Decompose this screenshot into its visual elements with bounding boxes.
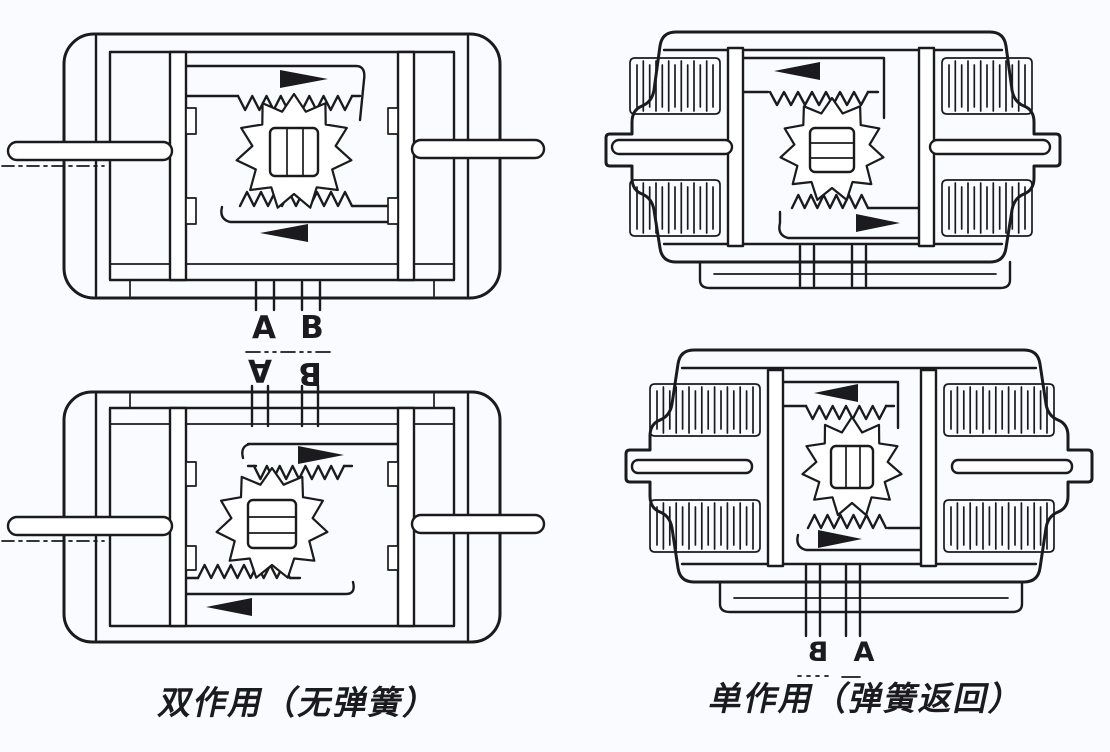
flow-arrow-left-icon: [260, 224, 308, 242]
piston-right: [387, 50, 416, 282]
diagram-double-acting-top: [1, 32, 546, 312]
drive-rod-left: [1, 515, 174, 542]
flow-arrow-left-icon: [814, 384, 858, 402]
drive-rod-right: [410, 513, 546, 535]
spring-top-right: [943, 383, 1055, 437]
rack-upper: [741, 56, 886, 120]
port-label-a-flipped: A: [248, 352, 272, 388]
caption-single-acting: 单作用（弹簧返回）: [705, 679, 1030, 718]
pinion-gear: [235, 92, 353, 209]
diagram-single-acting-bottom: [624, 348, 1094, 638]
piston-right: [387, 406, 416, 628]
pinion-gear: [779, 96, 885, 201]
rack-lower: [184, 563, 355, 596]
drive-rod-right: [410, 138, 546, 160]
port-label-b: B: [300, 310, 324, 346]
actuator-body: [62, 32, 502, 300]
spring-top-left: [629, 57, 721, 115]
port-tubes: [798, 244, 868, 288]
drive-rod-left: [630, 458, 754, 475]
flow-arrow-right-icon: [298, 446, 344, 464]
piston-right: [919, 368, 938, 568]
pinion-gear: [215, 466, 329, 579]
caption-double-acting: 双作用（无弹簧）: [155, 683, 444, 722]
spring-bottom-left: [629, 179, 721, 237]
spring-top-right: [941, 57, 1033, 115]
piston-left: [168, 406, 197, 628]
spring-top-left: [649, 383, 761, 437]
drive-rod-right: [928, 138, 1052, 156]
flow-arrow-right-icon: [818, 530, 862, 548]
diagram-single-acting-top: [604, 30, 1062, 290]
flow-arrow-right-icon: [280, 70, 328, 88]
port-tubes: [250, 384, 320, 428]
spring-bottom-right: [943, 499, 1055, 553]
drive-rod-left: [610, 138, 734, 156]
port-label-a-2: A: [854, 637, 875, 668]
rack-lower: [778, 193, 921, 240]
pinion-gear: [801, 415, 903, 517]
flow-arrow-left-icon: [206, 598, 252, 616]
flow-arrow-left-icon: [774, 62, 820, 80]
actuator-body: [604, 30, 1062, 290]
rack-lower: [796, 513, 923, 552]
flow-arrow-right-icon: [856, 214, 900, 232]
actuator-body: [624, 348, 1094, 614]
drive-rod-left: [1, 140, 174, 167]
rack-lower: [220, 190, 414, 224]
port-label-b-flipped: B: [298, 355, 322, 391]
spring-bottom-right: [941, 179, 1033, 237]
piston-left: [168, 50, 197, 282]
port-tubes: [254, 280, 322, 312]
drive-rod-right: [950, 458, 1074, 475]
port-tubes: [804, 562, 862, 638]
port-label-a: A: [252, 310, 276, 346]
rack-upper: [781, 380, 900, 430]
piston-left: [766, 368, 785, 568]
port-label-b-mirrored: B: [808, 637, 829, 668]
spring-bottom-left: [649, 499, 761, 553]
diagram-double-acting-bottom: [1, 384, 546, 644]
